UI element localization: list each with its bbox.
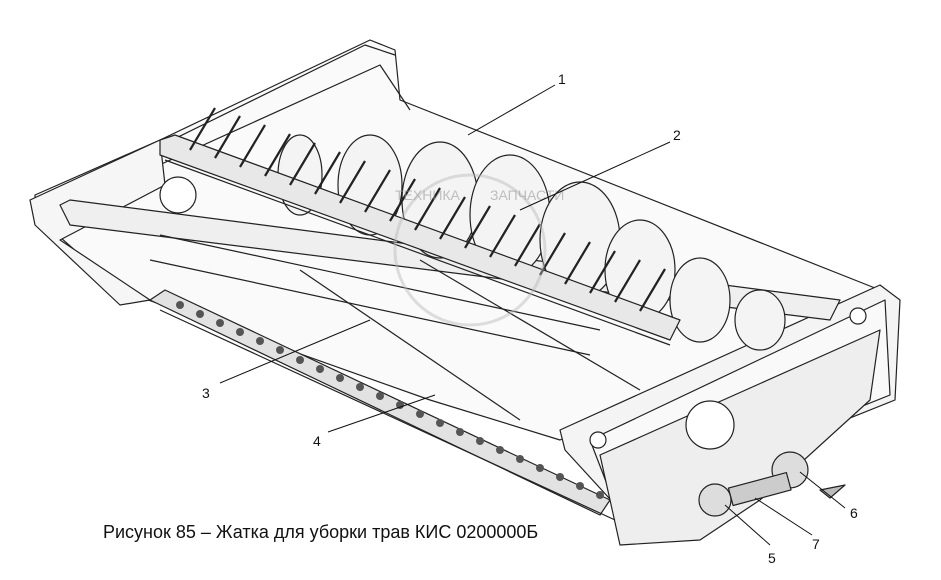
watermark: ТЕХНИКА ЗАПЧАСТИ bbox=[393, 173, 564, 327]
leader-line-3 bbox=[219, 319, 371, 384]
bearing-housing bbox=[589, 431, 607, 449]
leader-line-2 bbox=[519, 141, 671, 211]
frame-tube bbox=[299, 269, 521, 421]
tine-beam bbox=[159, 134, 681, 346]
callout-6: 6 bbox=[850, 505, 858, 521]
callout-2: 2 bbox=[673, 127, 681, 143]
frame-tube bbox=[149, 259, 591, 356]
crop-divider bbox=[599, 329, 881, 546]
tines bbox=[189, 107, 666, 312]
leader-line-4 bbox=[327, 394, 436, 433]
cutter-bar bbox=[149, 289, 616, 521]
svg-text:ЗАПЧАСТИ: ЗАПЧАСТИ bbox=[490, 187, 564, 203]
callout-7: 7 bbox=[812, 536, 820, 552]
bearing-housing bbox=[685, 400, 735, 450]
rear-wall-inner-edge bbox=[59, 64, 411, 211]
callout-4: 4 bbox=[313, 433, 321, 449]
bearing-housing bbox=[849, 307, 867, 325]
leader-line-7 bbox=[754, 497, 813, 536]
drive-assembly bbox=[698, 451, 846, 517]
callout-1: 1 bbox=[558, 71, 566, 87]
callout-5: 5 bbox=[768, 550, 776, 566]
svg-text:ТЕХНИКА: ТЕХНИКА bbox=[395, 187, 461, 203]
knife-sections bbox=[176, 301, 604, 499]
bearing-housing bbox=[159, 176, 197, 214]
frame-tube bbox=[419, 259, 641, 391]
leader-line-5 bbox=[724, 504, 771, 546]
leader-line-1 bbox=[467, 84, 556, 136]
callout-3: 3 bbox=[202, 385, 210, 401]
figure-caption: Рисунок 85 – Жатка для уборки трав КИС 0… bbox=[103, 522, 539, 542]
leader-line-6 bbox=[799, 471, 846, 509]
frame-tube bbox=[159, 234, 601, 331]
